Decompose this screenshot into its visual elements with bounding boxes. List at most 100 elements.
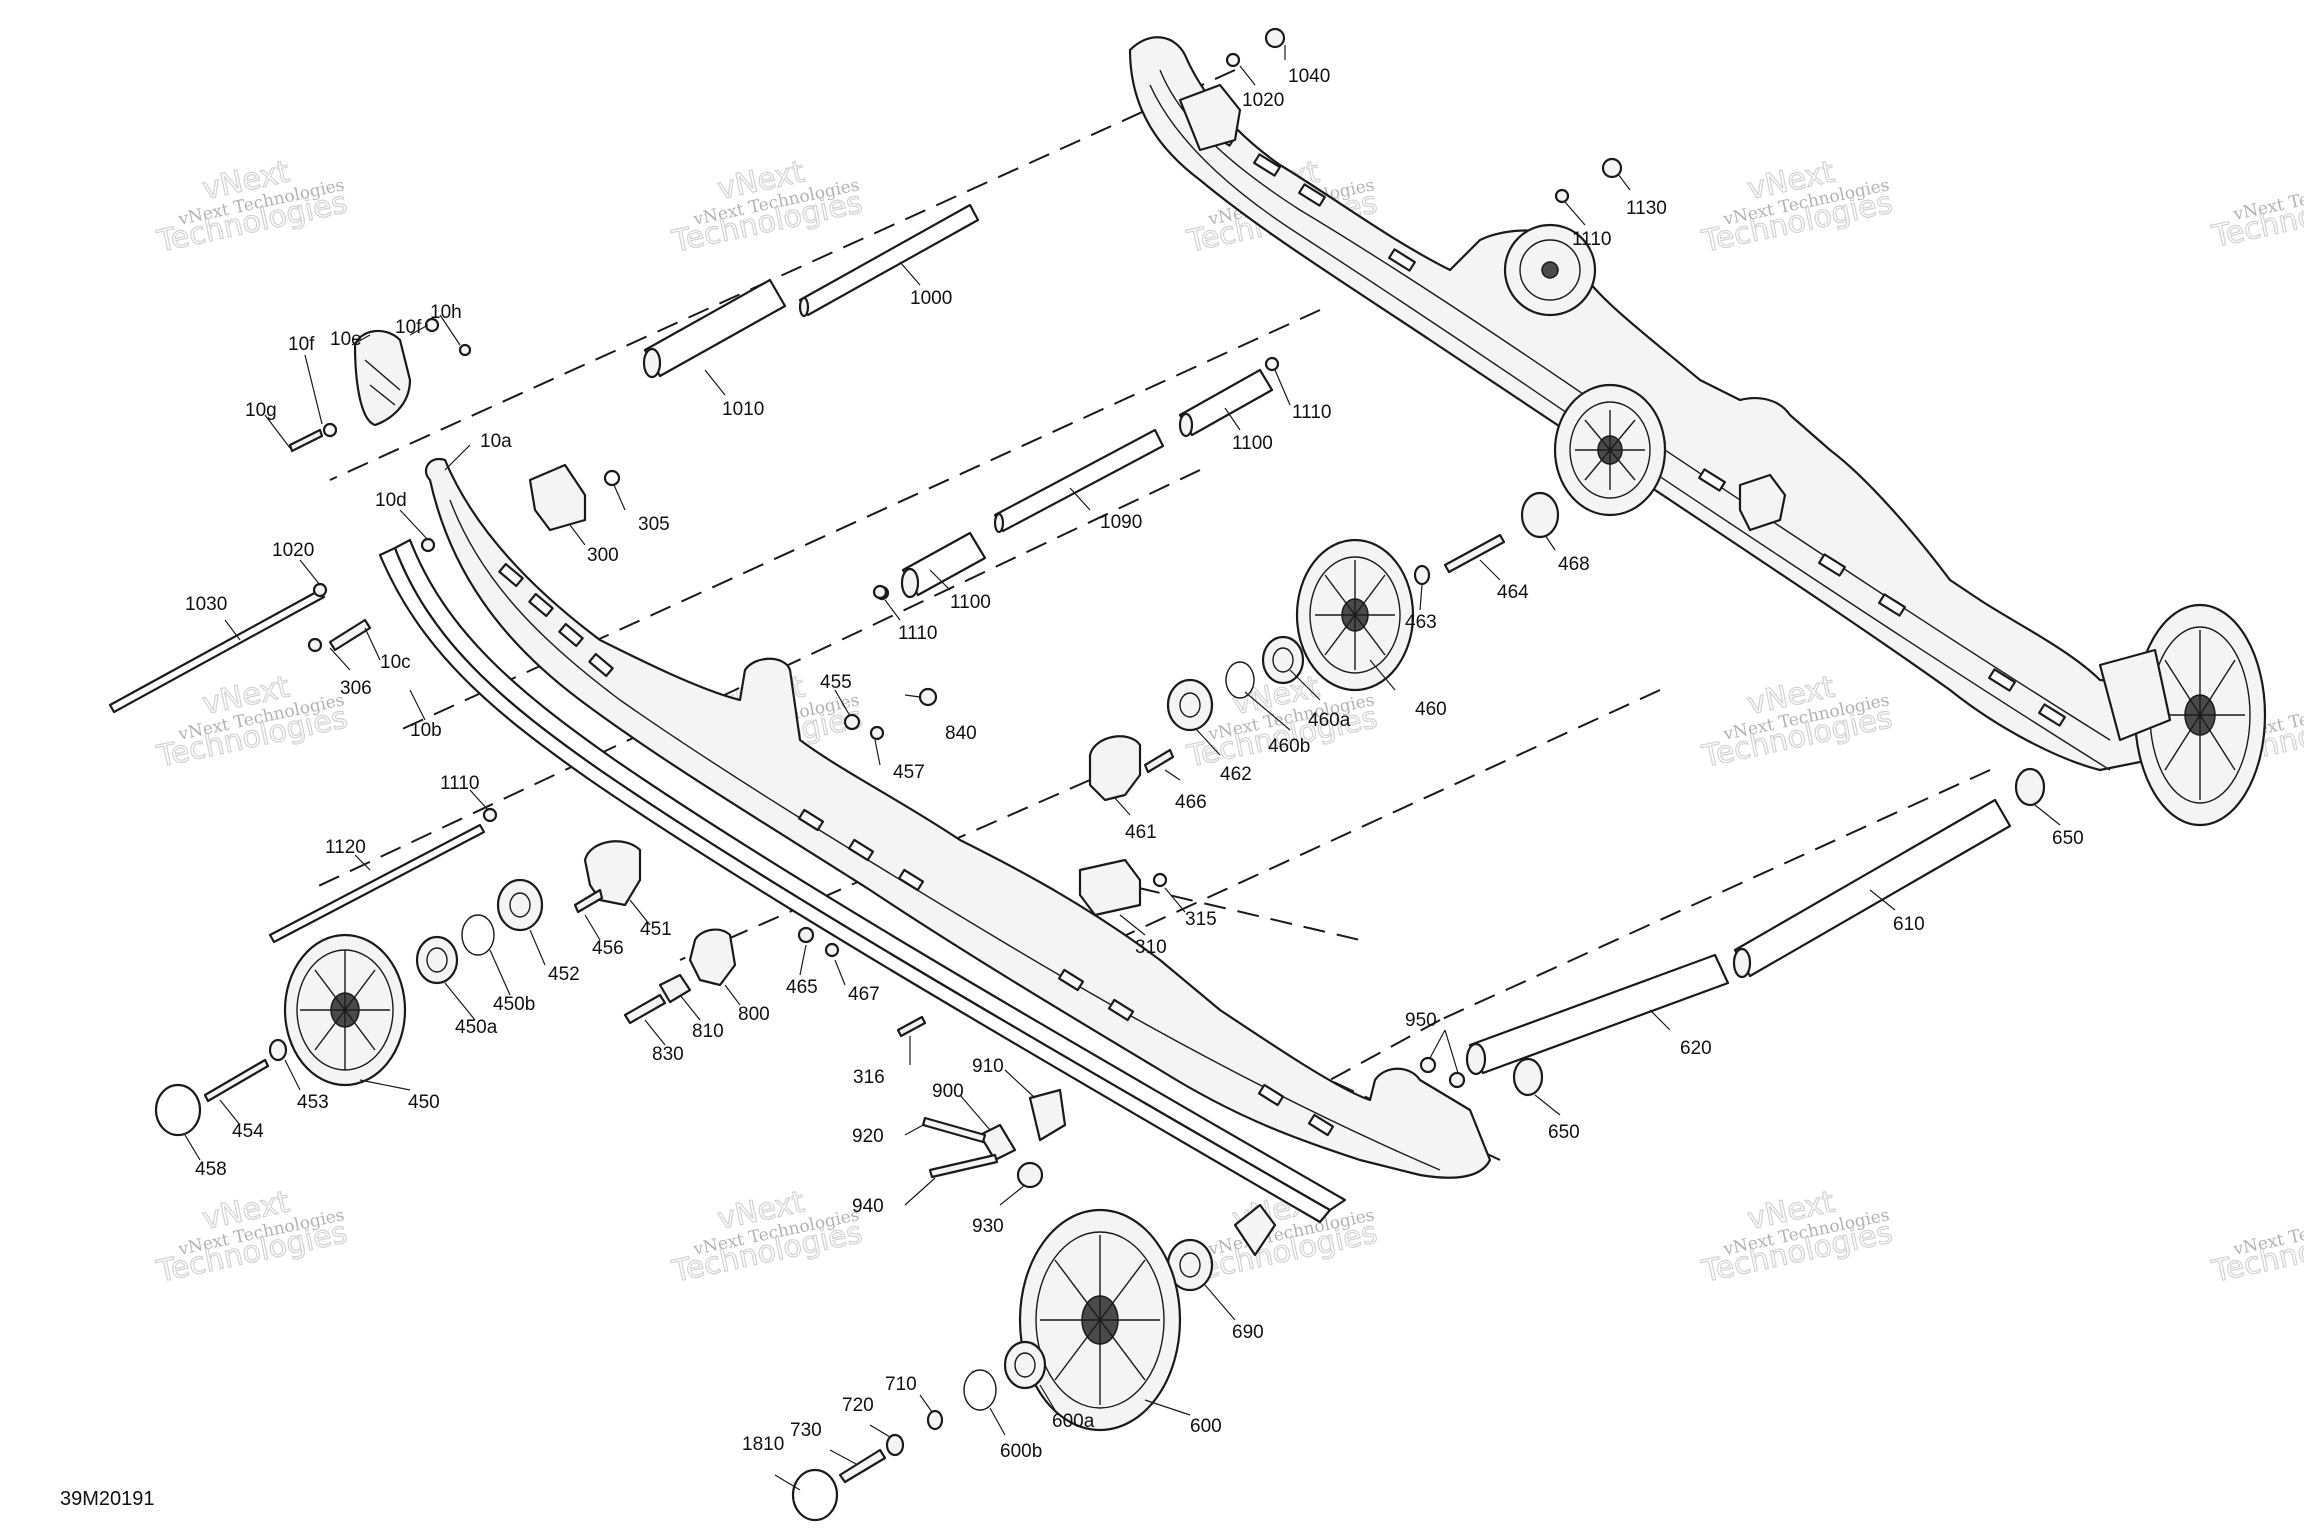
callout-453: 453 [297,1092,329,1113]
callout-468: 468 [1558,554,1590,575]
leader-lines [184,45,2061,1491]
callout-1000: 1000 [910,288,952,309]
bracket-690 [1233,1203,1277,1257]
callout-464: 464 [1497,582,1529,603]
left-rail [424,457,1492,1179]
callout-900: 900 [932,1081,964,1102]
callout-10f: 10f [395,317,422,338]
callout-452: 452 [548,964,580,985]
wheel-460 [1295,538,1415,692]
callout-10g: 10g [245,400,277,421]
watermark: vNext Technologies Technologies [2208,1205,2304,1290]
bolt-316 [896,1015,927,1038]
callout-1110: 1110 [1292,402,1331,423]
callout-600: 600 [1190,1416,1222,1437]
callout-465: 465 [786,977,818,998]
shaft-1100-upper [1178,368,1274,437]
callout-690: 690 [1232,1322,1264,1343]
callout-930: 930 [972,1216,1004,1237]
callout-800: 800 [738,1004,770,1025]
washer-720 [885,1433,905,1457]
bracket-461 [1088,735,1142,802]
callout-10c: 10c [380,652,411,673]
callout-910: 910 [972,1056,1004,1077]
callout-920: 920 [852,1126,884,1147]
callout-600b: 600b [1000,1441,1042,1462]
callout-650: 650 [2052,828,2084,849]
rod-1030 [108,588,326,714]
callout-457: 457 [893,762,925,783]
callout-10a: 10a [480,431,512,452]
callout-620: 620 [1680,1038,1712,1059]
wheel-450 [283,933,407,1087]
callout-1110: 1110 [440,773,479,794]
bolt-730 [838,1448,887,1484]
wheel-1090 [1553,383,1667,517]
washer-1110 [1264,356,1280,372]
bearing-460a [1261,635,1305,685]
right-rail-assembly [1128,36,2267,827]
center-small-parts [791,27,2046,1522]
callout-1110: 1110 [898,623,937,644]
callout-467: 467 [848,984,880,1005]
callout-10h: 10h [430,302,462,323]
washer-453 [268,1038,288,1062]
watermark: vNext Technologies Technologies vNext [1698,154,1896,260]
washer-457 [869,725,885,741]
retainer-462 [1166,678,1214,732]
washer-1020 [1225,52,1241,68]
slide-block [1178,83,1242,152]
washer-1110 [872,584,888,600]
callout-458: 458 [195,1159,227,1180]
washer-650 [1512,1057,1544,1097]
block-310 [1078,858,1142,917]
bolt-466 [1143,748,1175,774]
callout-463: 463 [1405,612,1437,633]
callout-1810: 1810 [742,1434,784,1455]
nut-950 [1419,1056,1437,1074]
watermark: vNext Technologies Technologies vNext [1698,1184,1896,1290]
upper-idler-wheel [1503,223,1597,317]
bearing-450a [415,935,459,985]
callout-460a: 460a [1308,710,1351,731]
callout-1120: 1120 [325,837,366,858]
washer-650 [2014,767,2046,807]
watermark: vNext Technologies Technologies vNext [153,154,351,260]
callout-610: 610 [1893,914,1925,935]
bracket-910 [1028,1088,1067,1142]
callout-10d: 10d [375,490,407,511]
callout-600a: 600a [1052,1411,1095,1432]
callout-1090: 1090 [1100,512,1142,533]
washer-1110 [1554,188,1570,204]
callout-305: 305 [638,514,670,535]
svg-text:Technologies: Technologies [2209,1215,2304,1290]
nut-465 [797,926,815,944]
svg-text:Technologies: Technologies [2209,180,2304,255]
callout-1010: 1010 [722,399,764,420]
bolt-940 [928,1153,999,1179]
nut-1130 [1601,157,1623,179]
bolt-464 [1443,533,1506,574]
bolt-454 [203,1058,270,1103]
callout-810: 810 [692,1021,724,1042]
ring-460b [1225,661,1255,699]
block-300 [528,463,587,532]
left-small-parts [154,317,938,1137]
callout-1030: 1030 [185,594,227,615]
callout-460: 460 [1415,699,1447,720]
callout-830: 830 [652,1044,684,1065]
callout-1100: 1100 [950,592,991,613]
nut-930 [1016,1161,1044,1189]
bracket-451 [583,840,642,907]
bracket-900 [978,1123,1017,1162]
spacer-810 [658,973,692,1004]
callout-10b: 10b [410,720,442,741]
callout-455: 455 [820,672,852,693]
nut-455 [843,713,861,731]
washer-463 [1413,564,1431,586]
bolt-830 [623,993,667,1025]
callout-450a: 450a [455,1017,498,1038]
slide-block [1738,473,1787,532]
watermarks: vNext Technologies Technologies vNext vN… [153,154,2304,1290]
